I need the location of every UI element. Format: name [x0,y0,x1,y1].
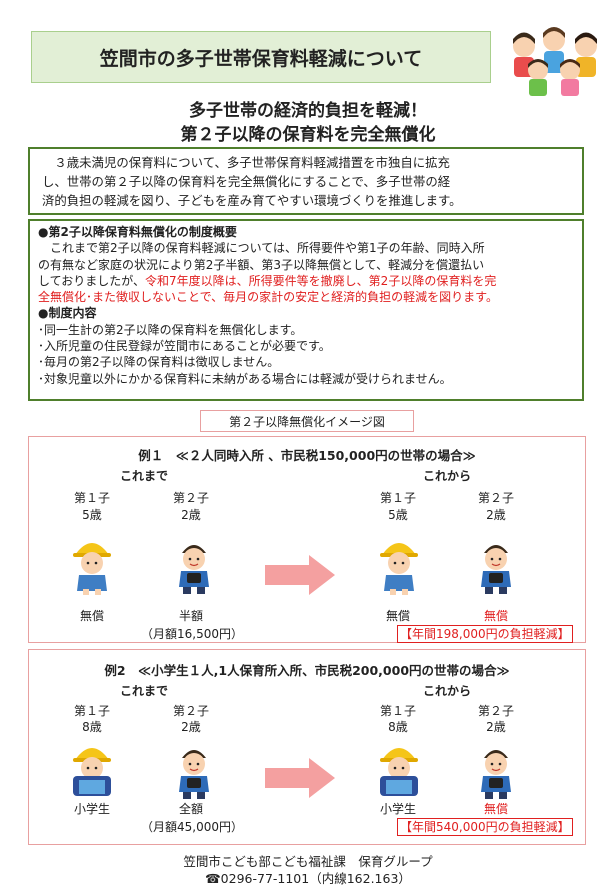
first-child-label: 第１子 [73,704,110,718]
first-child-label: 第１子 [379,491,416,505]
content-item: ･同一生計の第2子以降の保育料を無償化します。 [38,322,303,337]
fee-label: 半額 [178,609,203,623]
intro-line: し、世帯の第２子以降の保育料を完全無償化にすることで、多子世帯の経 [42,174,451,189]
content-item: ･入所児童の住民登録が笠間市にあることが必要です。 [38,339,331,354]
second-child-label: 第２子 [172,704,209,718]
second-child-age: 2歳 [486,508,506,522]
image-caption: 第２子以降無償化イメージ図 [200,410,414,432]
second-child-age: 2歳 [486,720,506,734]
overview-line: しておりましたが、令和7年度以降は、所得要件等を撤廃し、第2子以降の保育料を完 [38,273,574,289]
after-label: これから [422,684,471,698]
fee-label: 小学生 [379,802,416,816]
footer-department: 笠間市こども部こども福祉課 保育グループ [183,854,433,869]
overview-highlight-line: 全無償化･また徴収しないことで、毎月の家計の安定と経済的負担の軽減を図ります。 [38,290,498,305]
footer-phone: ☎0296-77-1101（内線162.163） [205,871,411,886]
children-group-illustration [513,27,597,96]
fee-free-label: 無償 [483,802,508,816]
system-detail-box: ●第2子以降保育料無償化の制度概要 これまで第2子以降の保育料軽減については、所… [28,219,584,401]
second-child-label: 第２子 [172,491,209,505]
second-child-label: 第２子 [477,491,514,505]
example-title: 例2 ≪小学生１人,1人保育所入所、市民税200,000円の世帯の場合≫ [104,663,510,678]
overview-line: これまで第2子以降の保育料軽減については、所得要件や第1子の年齢、同時入所 [38,241,485,256]
second-child-age: 2歳 [181,508,201,522]
example-title: 例１ ≪２人同時入所 、市民税150,000円の世帯の場合≫ [138,448,476,463]
second-child-age: 2歳 [181,720,201,734]
overview-highlight: 令和7年度以降は、所得要件等を撤廃し、第2子以降の保育料を完 [145,273,497,288]
first-child-age: 5歳 [82,508,102,522]
page-title: 笠間市の多子世帯保育料軽減について [31,31,491,83]
headline-primary: 多子世帯の経済的負担を軽減！ [189,101,427,121]
first-child-age: 5歳 [388,508,408,522]
annual-saving-badge: 【年間540,000円の負担軽減】 [397,818,573,836]
fee-free-label: 無償 [483,609,508,623]
after-label: これから [422,469,471,483]
schoolchild-illustration [380,748,418,796]
example-1-panel: 例１ ≪２人同時入所 、市民税150,000円の世帯の場合≫ これまで これから… [28,436,586,643]
monthly-fee: （月額45,000円） [141,820,243,834]
arrow-right-icon [265,555,335,595]
boy-child-illustration [481,750,511,799]
fee-label: 無償 [79,609,104,623]
boy-child-illustration [179,750,209,799]
content-item: ･対象児童以外にかかる保育料に未納がある場合には軽減が受けられません。 [38,371,452,386]
boy-child-illustration [481,545,511,594]
fee-label: 小学生 [73,802,110,816]
first-child-label: 第１子 [73,491,110,505]
headline-secondary: 第２子以降の保育料を完全無償化 [180,125,436,145]
overview-heading: ●第2子以降保育料無償化の制度概要 [38,225,237,239]
arrow-right-icon [265,758,335,798]
first-child-label: 第１子 [379,704,416,718]
schoolchild-illustration [73,748,111,796]
fee-label: 全額 [178,802,203,816]
second-child-label: 第２子 [477,704,514,718]
boy-child-illustration [179,545,209,594]
girl-child-illustration [380,543,418,595]
fee-label: 無償 [385,609,410,623]
monthly-fee: （月額16,500円） [141,627,243,641]
annual-saving-badge: 【年間198,000円の負担軽減】 [397,625,573,643]
content-heading: ●制度内容 [38,306,97,321]
intro-line: 済的負担の軽減を図り、子どもを産み育てやすい環境づくりを推進します。 [42,193,462,208]
overview-line: の有無など家庭の状況により第2子半額、第3子以降無償として、軽減分を償還払い [38,257,485,272]
intro-box: ３歳未満児の保育料について、多子世帯保育料軽減措置を市独自に拡充 し、世帯の第２… [28,147,584,215]
before-label: これまで [119,469,168,483]
girl-child-illustration [73,543,111,595]
before-label: これまで [119,684,168,698]
first-child-age: 8歳 [82,720,102,734]
first-child-age: 8歳 [388,720,408,734]
overview-text: しておりましたが、 [38,273,146,288]
example-2-panel: 例2 ≪小学生１人,1人保育所入所、市民税200,000円の世帯の場合≫ これま… [28,649,586,845]
intro-line: ３歳未満児の保育料について、多子世帯保育料軽減措置を市独自に拡充 [42,155,450,170]
content-item: ･毎月の第2子以降の保育料は徴収しません。 [38,355,280,370]
